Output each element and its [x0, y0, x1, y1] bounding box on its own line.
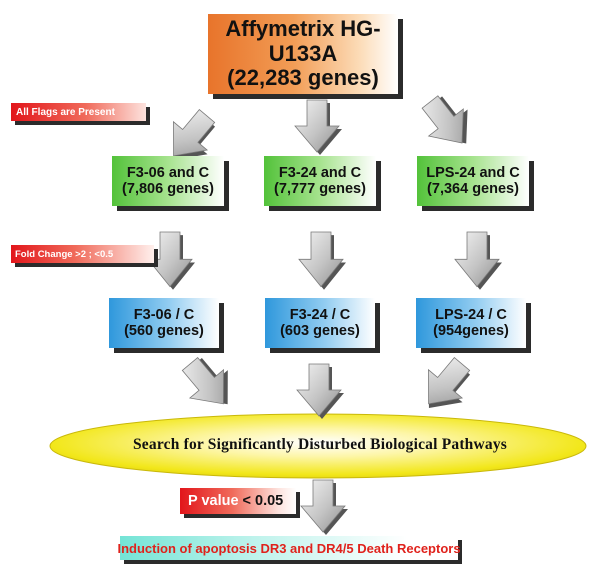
source-title: Affymetrix HG-U133A — [225, 16, 381, 66]
present-set-label: LPS-24 and C — [426, 164, 520, 181]
present-set-count: (7,364 genes) — [427, 181, 519, 197]
present-set-f306: F3-06 and C (7,806 genes) — [112, 156, 224, 206]
filter-flags-text: All Flags are Present — [16, 106, 115, 118]
arrow-f324-to-pathways — [296, 363, 344, 419]
fold-set-count: (603 genes) — [280, 323, 360, 339]
fold-set-f306: F3-06 / C (560 genes) — [109, 298, 219, 348]
result-box: Induction of apoptosis DR3 and DR4/5 Dea… — [117, 536, 461, 560]
present-set-f324: F3-24 and C (7,777 genes) — [264, 156, 376, 206]
fold-set-lps24: LPS-24 / C (954genes) — [416, 298, 526, 348]
present-set-count: (7,777 genes) — [274, 181, 366, 197]
filter-label-flags: All Flags are Present — [11, 103, 146, 121]
filter-label-pvalue: P value < 0.05 — [180, 488, 296, 514]
filter-fold-text: Fold Change >2 ; <0.5 — [15, 248, 114, 260]
fold-set-f324: F3-24 / C (603 genes) — [265, 298, 375, 348]
arrow-f306-to-fold — [147, 231, 195, 290]
arrow-source-to-lps24 — [412, 87, 484, 158]
pvalue-threshold: < 0.05 — [242, 493, 284, 509]
source-box: Affymetrix HG-U133A (22,283 genes) — [208, 14, 398, 94]
present-set-lps24: LPS-24 and C (7,364 genes) — [417, 156, 529, 206]
arrow-lps24-to-pathways — [411, 349, 480, 423]
present-set-label: F3-06 and C — [126, 164, 210, 181]
filter-label-fold-change: Fold Change >2 ; <0.5 — [11, 245, 154, 263]
arrow-source-to-f324 — [294, 99, 342, 155]
present-set-count: (7,806 genes) — [122, 181, 214, 197]
arrow-pathways-to-result — [300, 479, 348, 535]
fold-set-count: (560 genes) — [124, 323, 204, 339]
source-gene-count: (22,283 genes) — [227, 65, 379, 91]
result-text: Induction of apoptosis DR3 and DR4/5 Dea… — [117, 540, 461, 556]
arrow-lps24-to-fold — [454, 231, 502, 290]
fold-set-label: F3-24 / C — [289, 306, 351, 323]
pvalue-label: P value — [188, 493, 239, 509]
present-set-label: F3-24 and C — [278, 164, 362, 181]
arrow-f306-to-pathways — [172, 349, 245, 419]
arrow-f324-to-fold — [298, 231, 346, 290]
pathway-search-text: Search for Significantly Disturbed Biolo… — [132, 436, 508, 453]
fold-set-count: (954genes) — [433, 323, 509, 339]
fold-set-label: LPS-24 / C — [435, 306, 507, 323]
fold-set-label: F3-06 / C — [133, 306, 195, 323]
